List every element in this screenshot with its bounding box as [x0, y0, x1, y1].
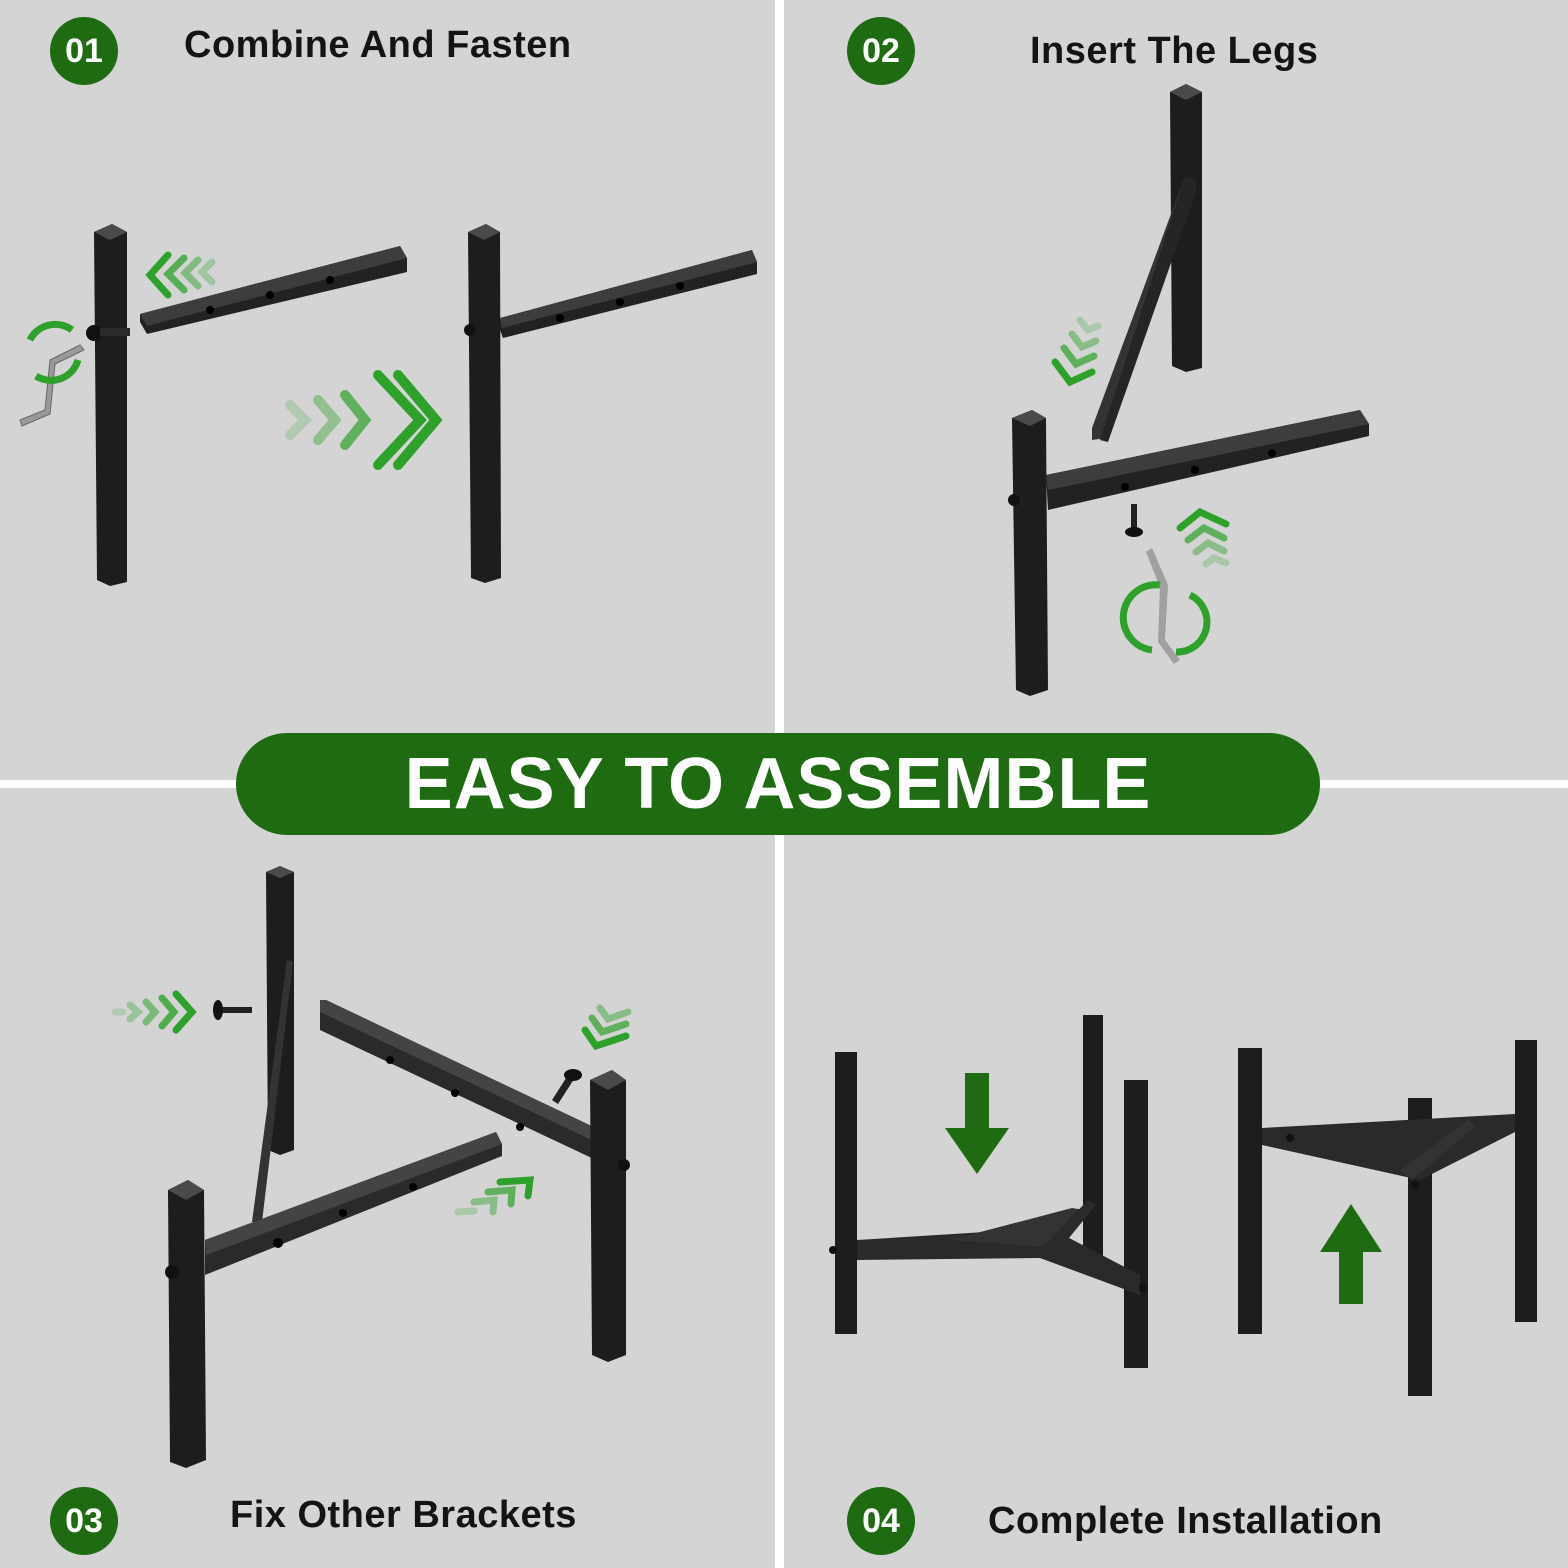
step-2-title: Insert The Legs: [1030, 30, 1319, 72]
step1-assembled-post: [468, 224, 501, 583]
step1-assembled-crossbar: [464, 250, 757, 338]
step-3-badge: 03: [50, 1487, 118, 1555]
easy-to-assemble-banner: EASY TO ASSEMBLE: [236, 733, 1320, 835]
step1-left-chevrons-icon: [145, 251, 216, 299]
step2-bolt: [1125, 504, 1143, 537]
step2-down-chevrons-icon: [1051, 316, 1102, 387]
step-1-title: Combine And Fasten: [184, 24, 572, 66]
step1-post-left: [94, 224, 127, 586]
step3-rear-leg: [252, 866, 294, 1222]
step2-post: [1008, 410, 1048, 696]
step3-front-bracket: [205, 1132, 502, 1275]
arrow-up-icon: [1320, 1204, 1382, 1304]
step3-long-bracket: [320, 1000, 600, 1160]
step4-stand-bottom: [1238, 1040, 1537, 1396]
rotate-arrows-icon: [26, 320, 82, 384]
step3-chevrons-bottom-icon: [454, 1176, 534, 1216]
hex-key-icon: [19, 344, 85, 427]
step3-bolt-right: [552, 1069, 582, 1104]
step-2-badge: 02: [847, 17, 915, 85]
step3-chevrons-right-icon: [581, 1004, 632, 1051]
step-4-badge: 04: [847, 1487, 915, 1555]
step3-chevrons-left-icon: [111, 990, 197, 1034]
step-1-badge: 01: [50, 17, 118, 85]
step3-bolt-left: [213, 1000, 252, 1020]
step2-diagonal-brace: [1092, 176, 1196, 442]
step2-crossbar: [1046, 410, 1369, 510]
step3-left-post: [165, 1180, 206, 1468]
arrow-down-icon: [945, 1073, 1009, 1174]
step2-up-chevrons-icon: [1176, 507, 1230, 568]
panel-step-4: [784, 788, 1568, 1568]
step-3-title: Fix Other Brackets: [230, 1494, 577, 1536]
step1-right-chevrons-icon: [285, 370, 443, 470]
step2-hex-key-icon: [1146, 548, 1180, 664]
step1-crossbar-loose: [140, 246, 407, 334]
step1-bolt: [86, 325, 130, 341]
step2-rotate-arrows-icon: [1119, 581, 1211, 656]
step4-stand-top: [829, 1015, 1148, 1368]
step3-right-post: [590, 1070, 630, 1362]
step2-upper-leg: [1170, 84, 1202, 372]
step-4-title: Complete Installation: [988, 1500, 1383, 1542]
